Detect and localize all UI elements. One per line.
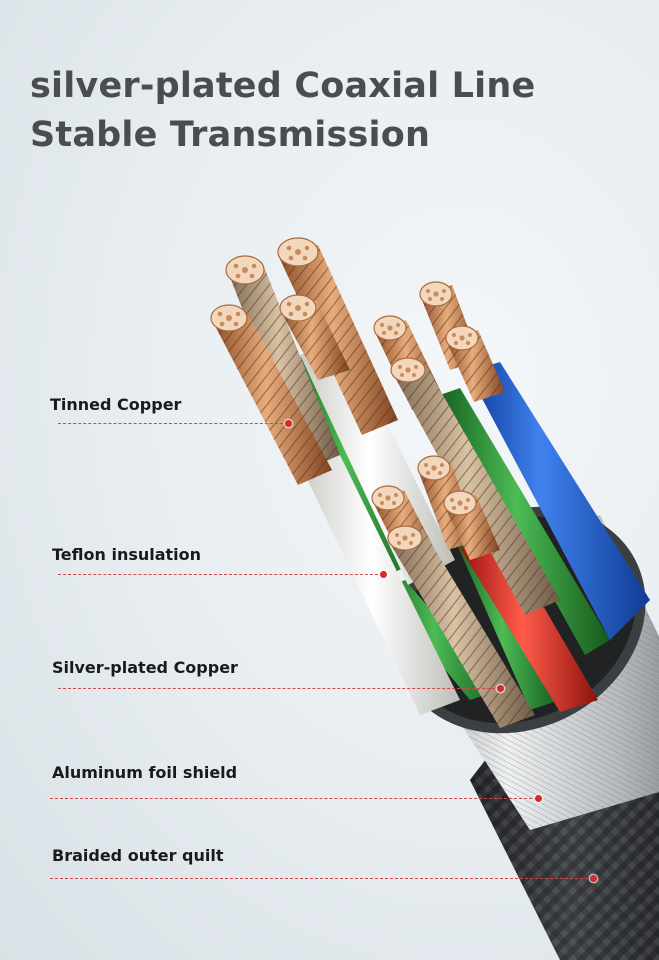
title-line-1: silver-plated Coaxial Line [30, 66, 536, 106]
marker-dot-tinned-copper [285, 420, 292, 427]
title-line-2: Stable Transmission [30, 115, 431, 155]
leader-line-silver-plated-copper [58, 688, 500, 689]
leader-line-tinned-copper [58, 423, 288, 424]
marker-dot-silver-plated-copper [497, 685, 504, 692]
strand-fibers [217, 245, 472, 545]
callout-label-braided-outer-quilt: Braided outer quilt [52, 846, 224, 865]
callout-label-teflon-insulation: Teflon insulation [52, 545, 202, 564]
leader-line-aluminum-foil-shield [50, 798, 537, 799]
wire-group [210, 237, 650, 728]
leader-line-braided-outer-quilt [50, 878, 593, 879]
callout-label-tinned-copper: Tinned Copper [50, 395, 182, 414]
callout-label-silver-plated-copper: Silver-plated Copper [52, 658, 238, 677]
page-title: silver-plated Coaxial Line Stable Transm… [30, 62, 535, 160]
marker-dot-braided-outer-quilt [590, 875, 597, 882]
marker-dot-aluminum-foil-shield [535, 795, 542, 802]
callout-label-aluminum-foil-shield: Aluminum foil shield [52, 763, 238, 782]
marker-dot-teflon-insulation [380, 571, 387, 578]
leader-line-teflon-insulation [58, 574, 383, 575]
